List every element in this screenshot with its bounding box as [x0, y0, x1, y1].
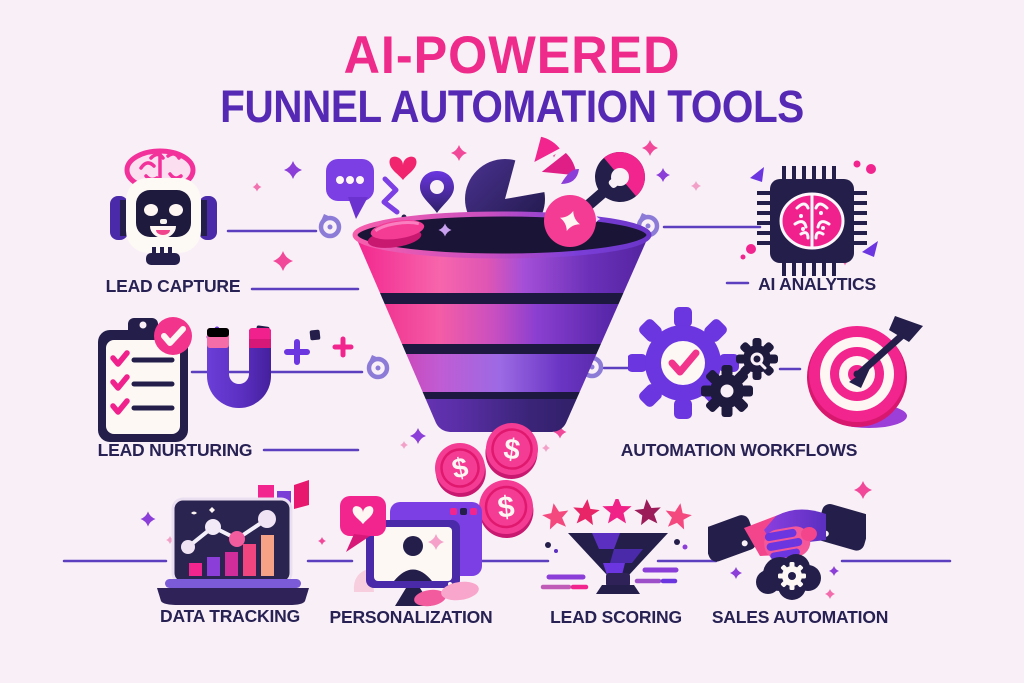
monitor-user-icon — [340, 496, 482, 607]
dot — [746, 244, 756, 254]
brain-dots — [799, 211, 825, 231]
label-data-tracking: DATA TRACKING — [160, 606, 300, 626]
clasp — [764, 526, 817, 560]
title-line2: FUNNEL AUTOMATION TOOLS — [220, 81, 804, 133]
dollar-coins: $ $ $ — [435, 423, 538, 538]
title-line1: AI-POWERED — [343, 26, 681, 85]
white-gear-icon — [778, 562, 806, 590]
label-lead-scoring: LEAD SCORING — [550, 607, 682, 627]
dots — [401, 160, 876, 553]
chip-pins — [757, 166, 867, 276]
mini-funnel — [568, 533, 668, 594]
coin-icon: $ — [485, 423, 538, 479]
chip-brain-icon — [757, 166, 867, 276]
heart-icon — [389, 156, 417, 180]
coin-symbol: $ — [449, 451, 471, 485]
magnet-icon — [207, 328, 271, 408]
dot — [682, 544, 688, 550]
swirl-node-icon — [366, 355, 390, 380]
funnel-body — [355, 235, 649, 432]
sparkle-icon — [140, 511, 156, 527]
heart-bubble-icon — [340, 496, 386, 552]
user-avatar — [403, 536, 423, 556]
page-title: AI-POWERED FUNNEL AUTOMATION TOOLS — [0, 28, 1024, 131]
swirl-node-icon — [318, 214, 342, 239]
dot — [545, 542, 551, 548]
dot — [853, 160, 861, 168]
gears-check-icon — [628, 307, 778, 419]
label-personalization: PERSONALIZATION — [329, 607, 493, 627]
target-arrow-icon — [807, 316, 923, 428]
brain-squiggles — [793, 193, 831, 249]
arrow-fletching — [889, 316, 923, 342]
dot — [674, 539, 680, 545]
label-automation-workflows: AUTOMATION WORKFLOWS — [620, 440, 858, 460]
label-sales-automation: SALES AUTOMATION — [711, 607, 889, 627]
sparkle-icon — [428, 534, 444, 550]
plus-icon — [332, 336, 354, 358]
triangle-deco-icon — [561, 168, 579, 184]
coin-icon: $ — [479, 480, 534, 538]
arrowhead-icon — [750, 167, 764, 182]
square-icon — [309, 329, 321, 341]
small-gear-icon — [736, 338, 778, 380]
medium-gear-icon — [701, 365, 753, 417]
dot — [554, 549, 558, 553]
rim-coins-icon — [367, 220, 425, 248]
clipboard-checklist-icon — [98, 317, 192, 442]
left-sleeve — [708, 515, 757, 562]
dot — [740, 254, 746, 260]
list-lines — [131, 357, 175, 411]
arrowhead-icon — [862, 241, 878, 257]
screen-bars — [189, 535, 274, 576]
plus-icon — [284, 339, 310, 365]
big-gear-icon — [628, 307, 739, 419]
screen-sparkle — [191, 511, 197, 515]
coin-symbol: $ — [502, 433, 522, 467]
gear-blob — [756, 554, 821, 600]
handshake-gear-icon — [708, 504, 866, 600]
speech-bubble-icon — [326, 159, 374, 219]
coin-icon: $ — [435, 443, 486, 497]
laptop-chart-icon — [157, 480, 309, 605]
coin-symbol: $ — [496, 490, 516, 525]
sparkle-icon — [691, 181, 701, 191]
label-lead-capture: LEAD CAPTURE — [105, 276, 241, 296]
zigzag-icon — [381, 176, 400, 215]
rating-stars — [540, 499, 694, 531]
sparkle-icon — [252, 182, 262, 192]
wrench-icon — [544, 152, 645, 247]
speed-lines — [540, 567, 679, 590]
robot-brain-icon — [110, 148, 217, 265]
label-ai-analytics: AI ANALYTICS — [758, 274, 876, 294]
check-marks — [110, 350, 130, 415]
trend-line — [186, 517, 269, 549]
label-lead-nurturing: LEAD NURTURING — [97, 440, 253, 460]
arrow-shaft — [855, 327, 911, 378]
central-funnel-graphic: $ $ $ — [326, 135, 652, 538]
stars-funnel-icon — [540, 499, 694, 594]
dot — [866, 164, 876, 174]
location-pin-icon — [420, 171, 454, 213]
arrowhead — [849, 366, 871, 388]
